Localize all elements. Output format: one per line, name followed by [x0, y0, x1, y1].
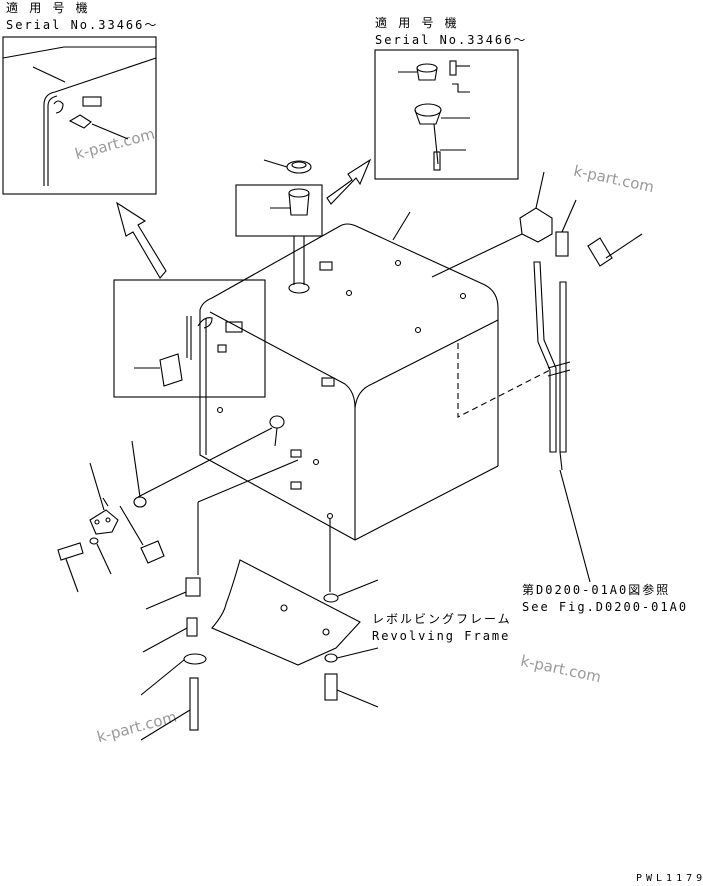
detail-box-top-left [2, 36, 157, 195]
breather-hose-assembly [431, 171, 643, 583]
arrow-up-left [116, 201, 167, 279]
applicable-serial-label-jp-left: 適 用 号 機 [6, 1, 90, 15]
drain-plug [131, 415, 299, 575]
drawing-code: PWL1179 [636, 873, 703, 884]
serial-number-label-right: Serial No.33466～ [375, 33, 528, 47]
see-figure-label-en: See Fig.D0200-01A0 [522, 600, 689, 614]
detail-box-top-right [374, 49, 519, 180]
detail-box-left [113, 279, 266, 398]
revolving-frame-plate [211, 518, 379, 708]
see-figure-label-jp: 第D0200-01A0図参照 [522, 583, 671, 597]
revolving-frame-label-en: Revolving Frame [372, 629, 511, 643]
hydraulic-tank [199, 211, 551, 541]
serial-number-label-left: Serial No.33466～ [6, 18, 159, 32]
revolving-frame-label-jp: レボルビングフレーム [372, 612, 512, 626]
hose-fittings [140, 577, 207, 741]
clamp-assembly [57, 462, 165, 593]
arrow-to-right-detail [326, 158, 372, 205]
applicable-serial-label-jp-right: 適 用 号 機 [375, 16, 459, 30]
cap-detail-box [235, 159, 323, 294]
